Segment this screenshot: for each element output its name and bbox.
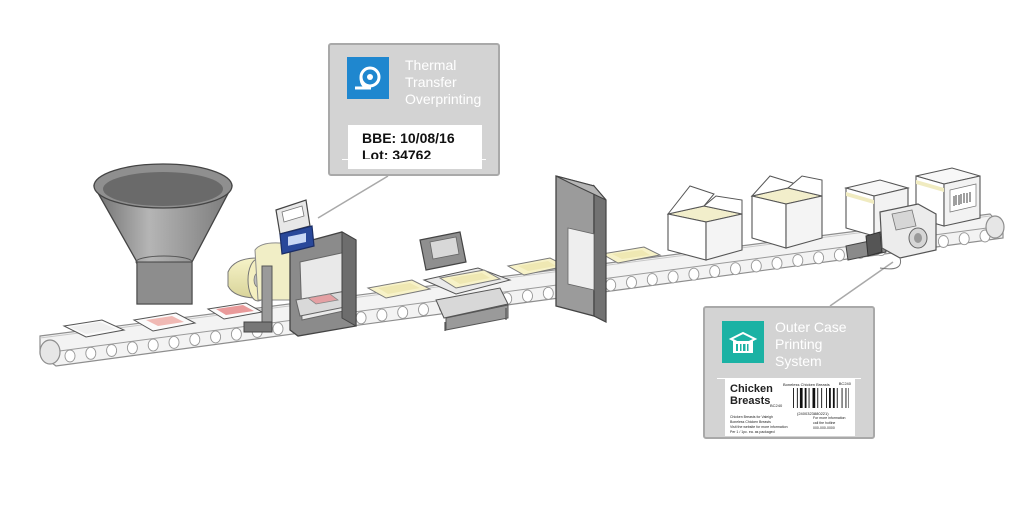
barcode-bar [845, 388, 847, 408]
conveyor-roller [64, 349, 76, 363]
barcode-bar [808, 388, 810, 408]
case-callout-title: Outer Case Printing System [775, 319, 847, 369]
label-info: For more information call the hotline 00… [813, 416, 846, 430]
conveyor-roller [272, 322, 284, 336]
barcode-bar [821, 388, 823, 408]
conveyor-roller [522, 289, 533, 303]
label-code: BC240 [838, 381, 851, 386]
conveyor-roller [937, 235, 949, 248]
conveyor-roller [397, 305, 409, 319]
conveyor-roller [730, 262, 741, 276]
label-barcode-number: (2400323880221) [797, 411, 829, 416]
sealed-tray-4 [600, 246, 662, 264]
case-label-sample: Chicken Breasts Boneless Chicken Breasts… [725, 379, 855, 436]
label-product-name: Chicken Breasts [730, 383, 773, 407]
conveyor-roller [210, 330, 222, 344]
thermal-callout-title: Thermal Transfer Overprinting [405, 57, 482, 107]
conveyor-roller [355, 311, 367, 325]
conveyor-roller [189, 333, 201, 347]
conveyor-roller [626, 275, 637, 289]
tray-filled-1 [132, 312, 197, 332]
conveyor-roller [106, 344, 118, 357]
conveyor-roller [813, 251, 825, 265]
barcode-bar [848, 388, 849, 408]
conveyor-roller [85, 346, 97, 360]
tray-sealer-machine [227, 199, 357, 337]
open-box-1 [666, 185, 743, 261]
conveyor-roller [750, 259, 762, 273]
conveyor-roller [376, 308, 388, 322]
conveyor-roller [792, 254, 804, 267]
barcode-bar [793, 388, 794, 408]
thermal-transfer-callout: Thermal Transfer Overprinting BBE: 10/08… [328, 43, 500, 176]
conveyor-roller [126, 341, 138, 355]
depositor-funnel [93, 163, 233, 305]
barcode-bar [799, 388, 803, 408]
label-barcode [793, 388, 849, 408]
conveyor-roller [147, 338, 159, 352]
barcode-bar [836, 388, 838, 408]
conveyor-roller [542, 286, 554, 300]
conveyor-roller [833, 248, 845, 262]
thermal-print-sample: BBE: 10/08/16 Lot: 34762 [348, 125, 482, 169]
thermal-callout-divider [342, 159, 486, 160]
thermal-leader-line [317, 175, 389, 219]
conveyor-roller [667, 270, 679, 284]
barcode-bar [826, 388, 827, 408]
label-header: Boneless Chicken Breasts [783, 382, 830, 387]
label-net: BC240 [770, 403, 783, 408]
conveyor-roller [418, 303, 429, 317]
lot-number-text: Lot: 34762 [362, 147, 432, 163]
bbe-date-text: BBE: 10/08/16 [362, 130, 455, 146]
box-printer-icon [722, 321, 764, 363]
sealed-tray-2 [438, 269, 502, 289]
outer-case-callout: Outer Case Printing System Chicken Breas… [703, 306, 875, 439]
conveyor-roller [230, 327, 242, 341]
open-box-2 [750, 175, 823, 249]
barcode-bar [829, 388, 831, 408]
barcode-bar [812, 388, 816, 408]
print-roll-icon [347, 57, 389, 99]
conveyor-roller [771, 256, 783, 270]
conveyor-roller [709, 265, 721, 278]
conveyor-roller [688, 267, 700, 281]
case-leader-line [829, 261, 894, 307]
case-callout-divider [717, 378, 861, 379]
metal-detector-gate [555, 175, 607, 323]
conveyor-roller [168, 335, 180, 349]
conveyor-roller [646, 273, 658, 287]
sealed-tray-1 [366, 279, 432, 299]
case-printer-device [845, 203, 937, 270]
tray-empty-1 [62, 319, 126, 338]
conveyor-roller [958, 232, 970, 246]
conveyor-roller [605, 278, 617, 292]
barcode-bar [817, 388, 819, 408]
barcode-bar [804, 388, 807, 408]
label-description: Chicken Breasts for Valeigh Boneless Chi… [730, 415, 788, 434]
barcode-bar [796, 388, 798, 408]
barcode-bar [841, 388, 843, 408]
barcode-bar [832, 388, 835, 408]
